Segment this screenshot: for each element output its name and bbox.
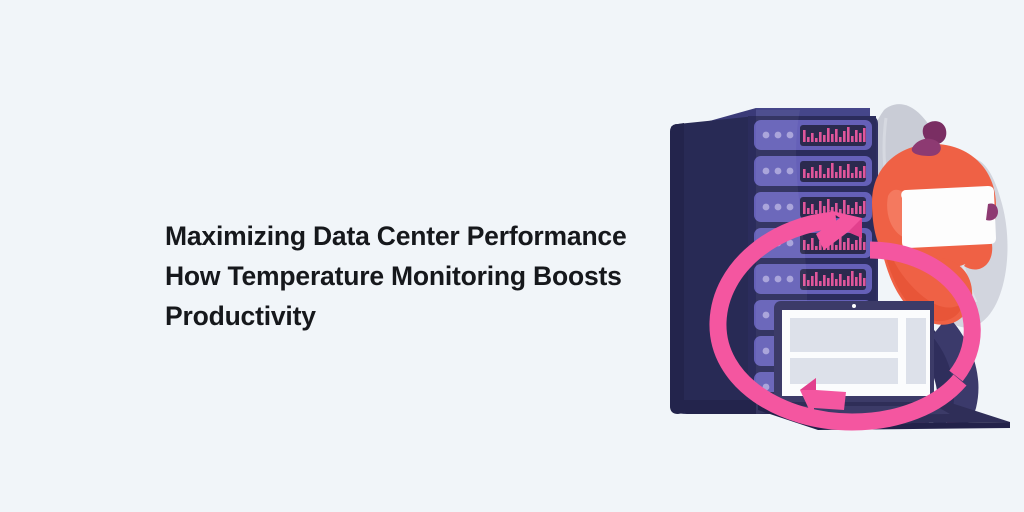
refresh-cycle-arrow [709, 210, 981, 431]
server-slot [754, 120, 872, 402]
person-tablet [901, 186, 998, 248]
laptop [758, 301, 1010, 430]
page-title: Maximizing Data Center Performance How T… [165, 216, 645, 336]
headline-line-1: Maximizing Data Center Performance [165, 220, 627, 251]
server-activity-bars [803, 163, 866, 178]
headline-line-3: Productivity [165, 300, 316, 331]
server-activity-bars [803, 236, 866, 250]
server-activity-bars [803, 271, 866, 286]
server-activity-bars [803, 127, 866, 142]
data-center-illustration [648, 70, 1024, 450]
server-activity-bars [803, 199, 866, 214]
headline-line-2: How Temperature Monitoring Boosts [165, 260, 622, 291]
